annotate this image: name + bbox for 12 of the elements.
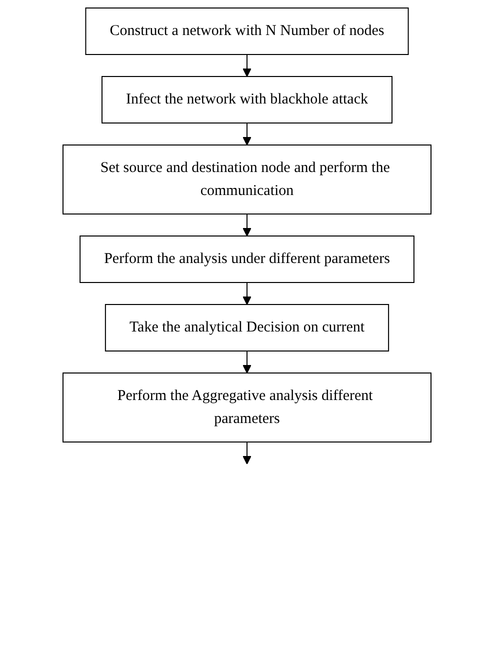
- arrow: [242, 214, 251, 236]
- arrow: [242, 122, 251, 146]
- node-box: Perform the Aggregative analysis different parameters: [62, 372, 431, 442]
- node-box: Infect the network with blackhole attack: [101, 76, 392, 124]
- node-box: Construct a network with N Number of nodes: [84, 8, 408, 55]
- node-box: Take the analytical Decision on current: [104, 304, 389, 352]
- node-box: Perform the analysis under different parameters: [79, 236, 414, 283]
- arrow: [242, 350, 251, 374]
- arrow: [242, 282, 251, 305]
- node-box: Set source and destination node and perform the communication: [62, 144, 431, 214]
- arrow: [242, 54, 251, 77]
- arrow: [242, 442, 251, 464]
